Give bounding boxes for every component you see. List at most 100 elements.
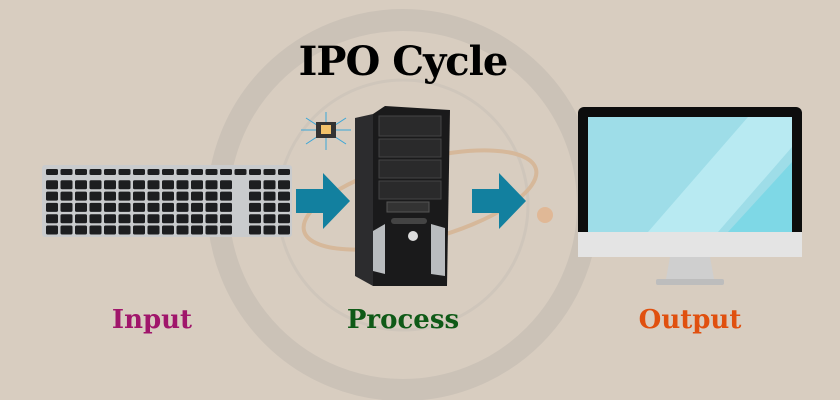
keyboard-key [263, 225, 276, 235]
keyboard-key [162, 191, 174, 201]
keyboard-icon [42, 165, 292, 237]
keyboard-key [133, 214, 145, 224]
keyboard-key [46, 169, 58, 175]
keyboard-key [191, 202, 203, 212]
keyboard-key [205, 225, 218, 235]
keyboard-key [263, 214, 276, 224]
keyboard-key [263, 169, 276, 175]
keyboard-key [147, 225, 160, 235]
keyboard-key [104, 191, 116, 201]
keyboard-key [133, 225, 145, 235]
keyboard-key [75, 214, 87, 224]
keyboard-key [249, 202, 261, 212]
keyboard-key [75, 180, 87, 190]
keyboard-key [176, 169, 189, 175]
keyboard-key [75, 225, 87, 235]
keyboard-key [176, 180, 189, 190]
keyboard-key [191, 191, 203, 201]
keyboard-key [89, 225, 102, 235]
keyboard-key [162, 225, 174, 235]
keyboard-key [46, 180, 58, 190]
keyboard-key [118, 225, 131, 235]
keyboard-key [75, 191, 87, 201]
keyboard-key [147, 191, 160, 201]
keyboard-key [220, 214, 232, 224]
keyboard-key [46, 202, 58, 212]
keyboard-key [249, 180, 261, 190]
keyboard-key [89, 169, 102, 175]
keyboard-key [220, 202, 232, 212]
keyboard-key [176, 225, 189, 235]
output-label: Output [638, 305, 742, 335]
keyboard-key [60, 169, 73, 175]
keyboard-key [191, 225, 203, 235]
keyboard-key [220, 169, 232, 175]
keyboard-key [133, 191, 145, 201]
keyboard-key [278, 225, 290, 235]
keyboard-key [278, 191, 290, 201]
computer-tower-icon [355, 106, 450, 286]
keyboard-key [278, 214, 290, 224]
keyboard-key [234, 169, 247, 175]
keyboard-key [176, 191, 189, 201]
processor-chip-icon [301, 112, 351, 150]
keyboard-key [249, 214, 261, 224]
input-label: Input [111, 305, 193, 335]
keyboard-key [249, 191, 261, 201]
keyboard-key [263, 191, 276, 201]
keyboard-key [205, 180, 218, 190]
keyboard-key [205, 169, 218, 175]
keyboard-key [133, 202, 145, 212]
keyboard-key [46, 225, 58, 235]
diagram-title: IPO Cycle [298, 38, 509, 85]
keyboard-key [147, 202, 160, 212]
keyboard-key [191, 214, 203, 224]
keyboard-key [104, 214, 116, 224]
process-label: Process [346, 305, 460, 335]
keyboard-key [89, 191, 102, 201]
keyboard-key [205, 214, 218, 224]
keyboard-key [60, 202, 73, 212]
keyboard-key [220, 180, 232, 190]
keyboard-key [263, 180, 276, 190]
keyboard-key [205, 202, 218, 212]
keyboard-key [60, 214, 73, 224]
keyboard-key [118, 191, 131, 201]
keyboard-key [176, 214, 189, 224]
keyboard-key [191, 169, 203, 175]
keyboard-key [60, 180, 73, 190]
monitor-icon [578, 107, 802, 285]
keyboard-key [162, 214, 174, 224]
keyboard-key [104, 225, 116, 235]
keyboard-key [249, 225, 261, 235]
keyboard-key [75, 169, 87, 175]
keyboard-key [249, 169, 261, 175]
keyboard-key [147, 169, 160, 175]
keyboard-key [220, 225, 232, 235]
keyboard-key [162, 169, 174, 175]
keyboard-key [220, 191, 232, 201]
keyboard-key [147, 180, 160, 190]
keyboard-key [133, 180, 145, 190]
arrow-right-icon [472, 173, 526, 229]
keyboard-key [89, 180, 102, 190]
keyboard-key [278, 180, 290, 190]
keyboard-key [118, 202, 131, 212]
keyboard-key [118, 169, 131, 175]
keyboard-key [89, 214, 102, 224]
arrow-right-icon [296, 173, 350, 229]
keyboard-key [118, 180, 131, 190]
keyboard-key [46, 191, 58, 201]
keyboard-key [263, 202, 276, 212]
keyboard-key [278, 202, 290, 212]
keyboard-key [60, 191, 73, 201]
keyboard-key [278, 169, 290, 175]
keyboard-key [104, 202, 116, 212]
keyboard-key [205, 191, 218, 201]
keyboard-key [118, 214, 131, 224]
keyboard-key [46, 214, 58, 224]
keyboard-key [104, 169, 116, 175]
keyboard-key [191, 180, 203, 190]
keyboard-key [60, 225, 73, 235]
